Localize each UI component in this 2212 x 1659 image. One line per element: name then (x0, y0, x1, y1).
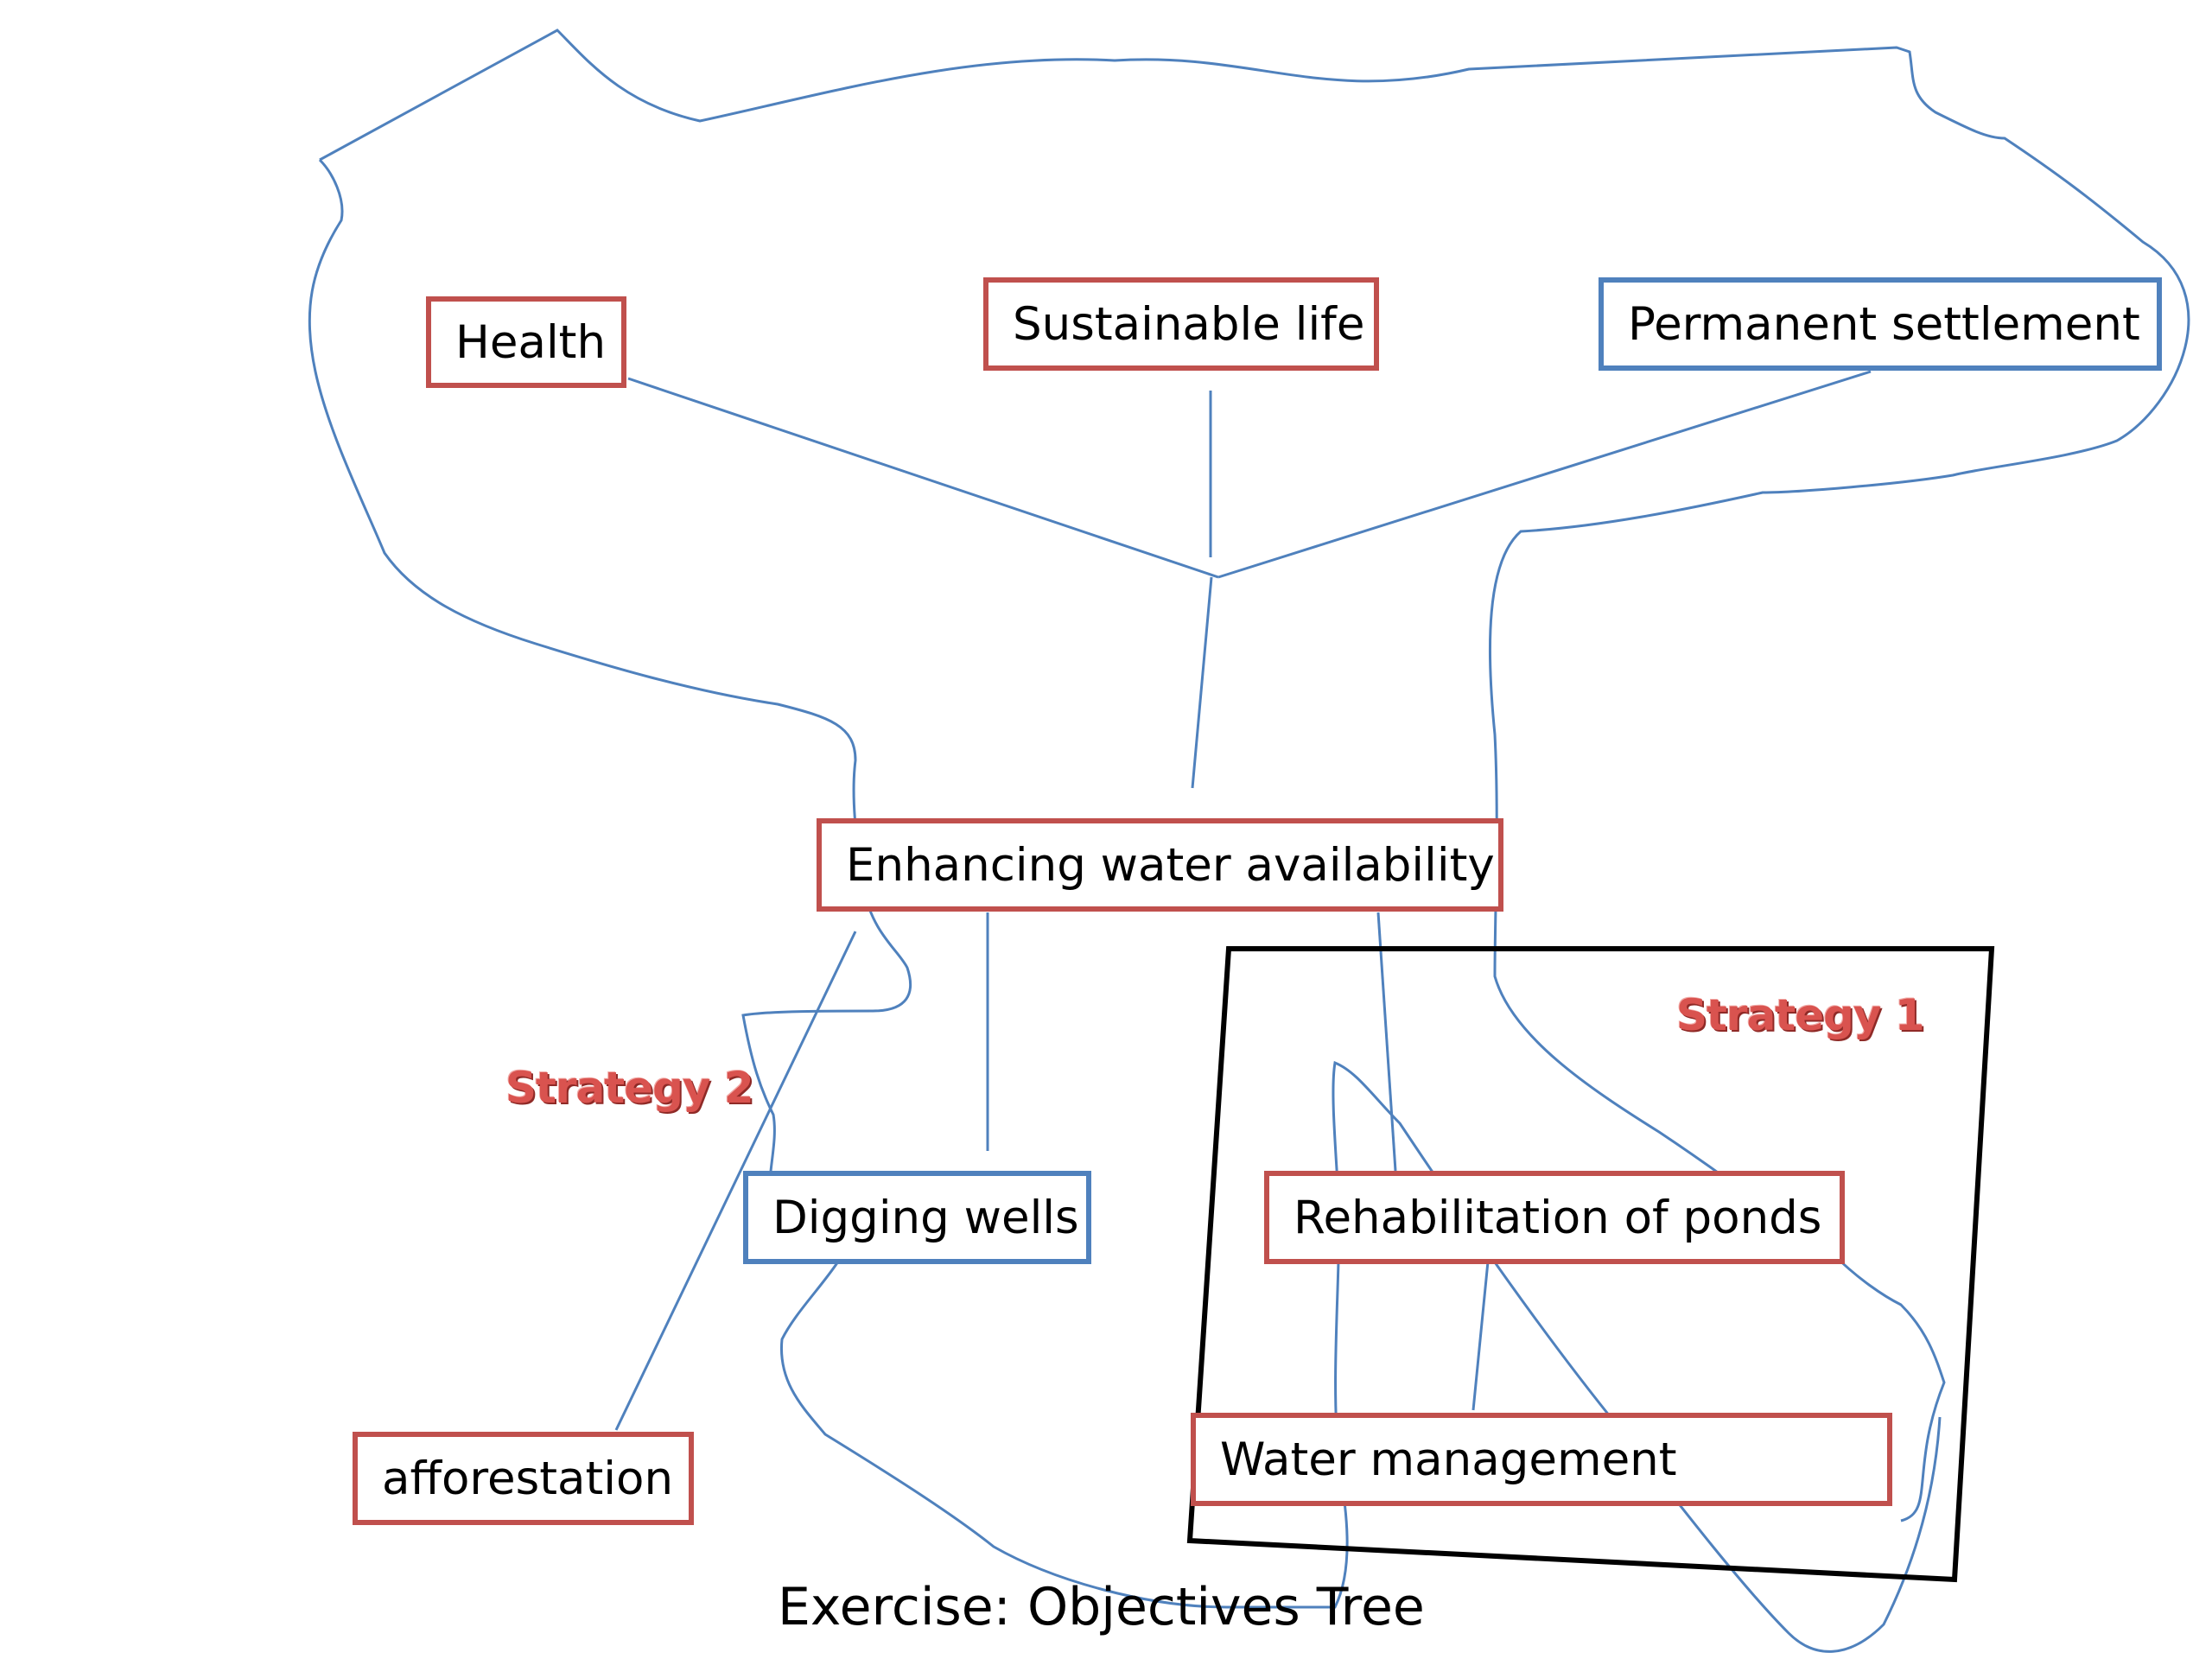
node-water-management: Water management (1191, 1413, 1892, 1506)
connector-permanent-settlement (1217, 370, 1872, 579)
connector-health (627, 377, 1219, 579)
node-sustainable-life: Sustainable life (983, 277, 1379, 371)
connector-trunk (1191, 576, 1213, 789)
connector-rehabilitation (1376, 912, 1397, 1172)
strategy-2-label: Strategy 2 (505, 1063, 754, 1113)
node-afforestation: afforestation (353, 1432, 694, 1525)
node-digging-wells: Digging wells (743, 1171, 1091, 1264)
freehand-outline-left (308, 158, 912, 1263)
freehand-outline-lower (779, 1060, 1942, 1653)
node-health: Health (426, 296, 626, 388)
node-rehabilitation-of-ponds: Rehabilitation of ponds (1264, 1171, 1845, 1264)
node-enhancing-water-availability: Enhancing water availability (817, 818, 1503, 912)
strategy-1-label: Strategy 1 (1676, 990, 1925, 1040)
freehand-outline-upper (319, 29, 2190, 1522)
diagram-caption: Exercise: Objectives Tree (778, 1577, 1425, 1637)
node-permanent-settlement: Permanent settlement (1599, 277, 2162, 371)
strategy-1-frame (1186, 946, 1995, 1583)
connector-water-management (1471, 1261, 1490, 1411)
connector-afforestation (614, 931, 857, 1431)
